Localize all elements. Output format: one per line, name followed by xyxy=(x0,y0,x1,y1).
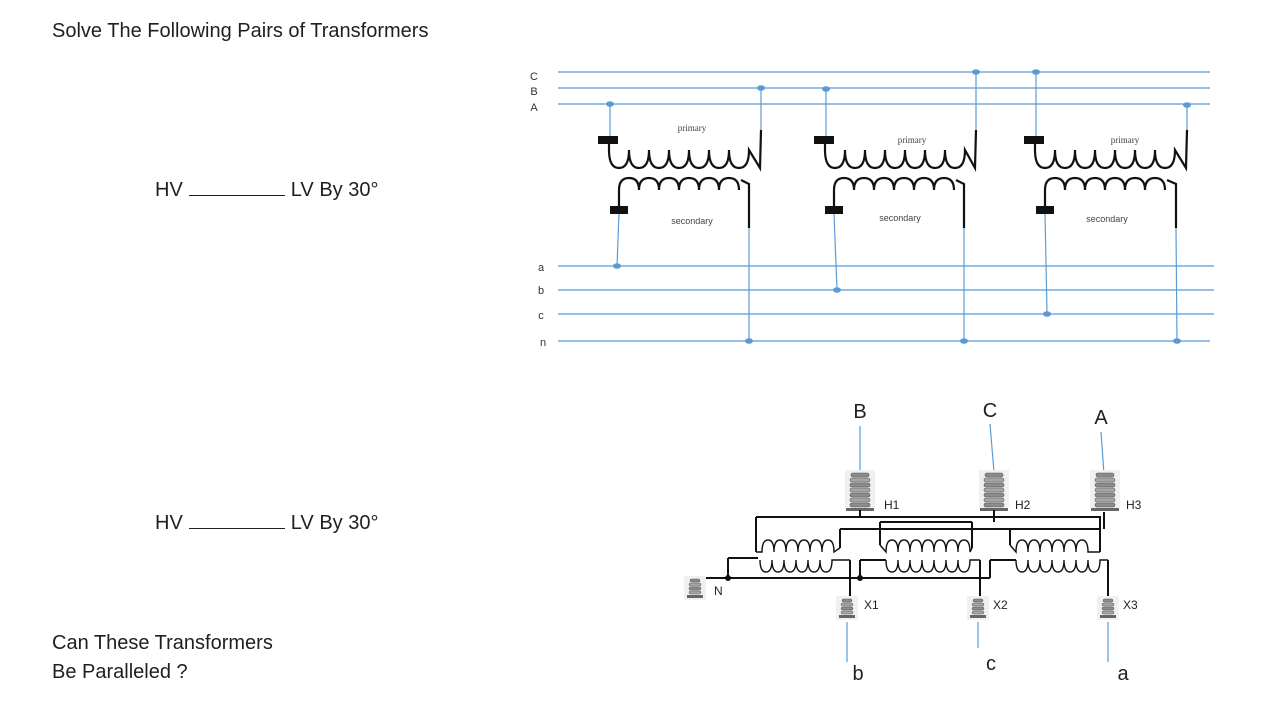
question-2-lv: LV By 30° xyxy=(290,512,379,534)
coil-set-2 xyxy=(879,539,980,573)
question-3: Can These Transformers Be Paralleled ? xyxy=(52,629,273,687)
coil-set-1 xyxy=(756,539,850,573)
question-1: HV LV By 30° xyxy=(155,177,378,202)
primary-polarity-mark xyxy=(1024,136,1044,144)
hv-bushing-H1 xyxy=(845,470,875,512)
hv-phase-label-B: B xyxy=(853,401,866,423)
primary-winding xyxy=(607,129,763,172)
coil-set-3 xyxy=(1009,539,1108,573)
hv-bushing-H3 xyxy=(1090,470,1120,512)
primary-winding xyxy=(823,129,978,173)
secondary-winding xyxy=(832,176,966,228)
slide-title: Solve The Following Pairs of Transformer… xyxy=(52,20,429,42)
secondary-label: secondary xyxy=(1086,214,1128,224)
primary-polarity-mark xyxy=(814,136,834,144)
transformer-1: primary secondary xyxy=(598,85,765,344)
primary-label: primary xyxy=(898,135,927,145)
neutral-bushing xyxy=(684,576,706,600)
lv-bushing-X3 xyxy=(1097,596,1119,620)
question-3-line-2: Be Paralleled ? xyxy=(52,661,188,683)
three-phase-transformer-diagram: B C A H1 H2 H3 xyxy=(684,400,1142,685)
question-2: HV LV By 30° xyxy=(155,510,378,535)
bus-label-a: a xyxy=(538,262,545,274)
lv-bushing-X2 xyxy=(967,596,989,620)
lv-terminal-X2: X2 xyxy=(993,598,1008,612)
question-1-lv: LV By 30° xyxy=(290,179,379,201)
hv-terminal-H3: H3 xyxy=(1126,498,1142,512)
wye-delta-bank-diagram: C B A a b c n xyxy=(530,69,1214,349)
primary-label: primary xyxy=(1111,135,1140,145)
hv-bushing-H2 xyxy=(979,470,1009,512)
bus-label-c: c xyxy=(538,310,544,322)
secondary-polarity-mark xyxy=(610,206,628,214)
hv-phase-label-A: A xyxy=(1094,407,1108,429)
bus-label-C: C xyxy=(530,71,538,83)
question-3-line-1: Can These Transformers xyxy=(52,632,273,654)
secondary-label: secondary xyxy=(879,213,921,223)
hv-terminal-H2: H2 xyxy=(1015,498,1031,512)
lv-bushing-X1 xyxy=(836,596,858,620)
primary-polarity-mark xyxy=(598,136,618,144)
question-2-blank[interactable] xyxy=(188,510,285,529)
primary-label: primary xyxy=(678,123,707,133)
bus-lines xyxy=(558,71,1214,342)
secondary-winding xyxy=(617,176,751,228)
primary-winding xyxy=(1033,129,1189,172)
bus-label-B: B xyxy=(530,86,537,98)
lv-phase-label-a: a xyxy=(1117,663,1129,685)
lv-terminal-X1: X1 xyxy=(864,598,879,612)
question-1-blank[interactable] xyxy=(188,177,285,196)
secondary-label: secondary xyxy=(671,216,713,226)
lv-terminal-X3: X3 xyxy=(1123,598,1138,612)
question-2-hv: HV xyxy=(155,512,183,534)
hv-delta-wiring xyxy=(755,510,1105,552)
transformer-2: primary secondary xyxy=(814,69,980,344)
bus-label-b: b xyxy=(538,285,544,297)
neutral-terminal-N: N xyxy=(714,584,723,598)
secondary-polarity-mark xyxy=(825,206,843,214)
lv-phase-label-c: c xyxy=(986,653,996,675)
hv-phase-label-C: C xyxy=(983,400,997,422)
lv-wye-wiring xyxy=(706,557,1109,598)
question-1-hv: HV xyxy=(155,179,183,201)
hv-terminal-H1: H1 xyxy=(884,498,900,512)
bus-label-n: n xyxy=(540,337,546,349)
lv-phase-label-b: b xyxy=(852,663,863,685)
secondary-polarity-mark xyxy=(1036,206,1054,214)
bus-label-A: A xyxy=(530,102,538,114)
secondary-winding xyxy=(1043,176,1178,228)
transformer-3: primary secondary xyxy=(1024,69,1191,344)
